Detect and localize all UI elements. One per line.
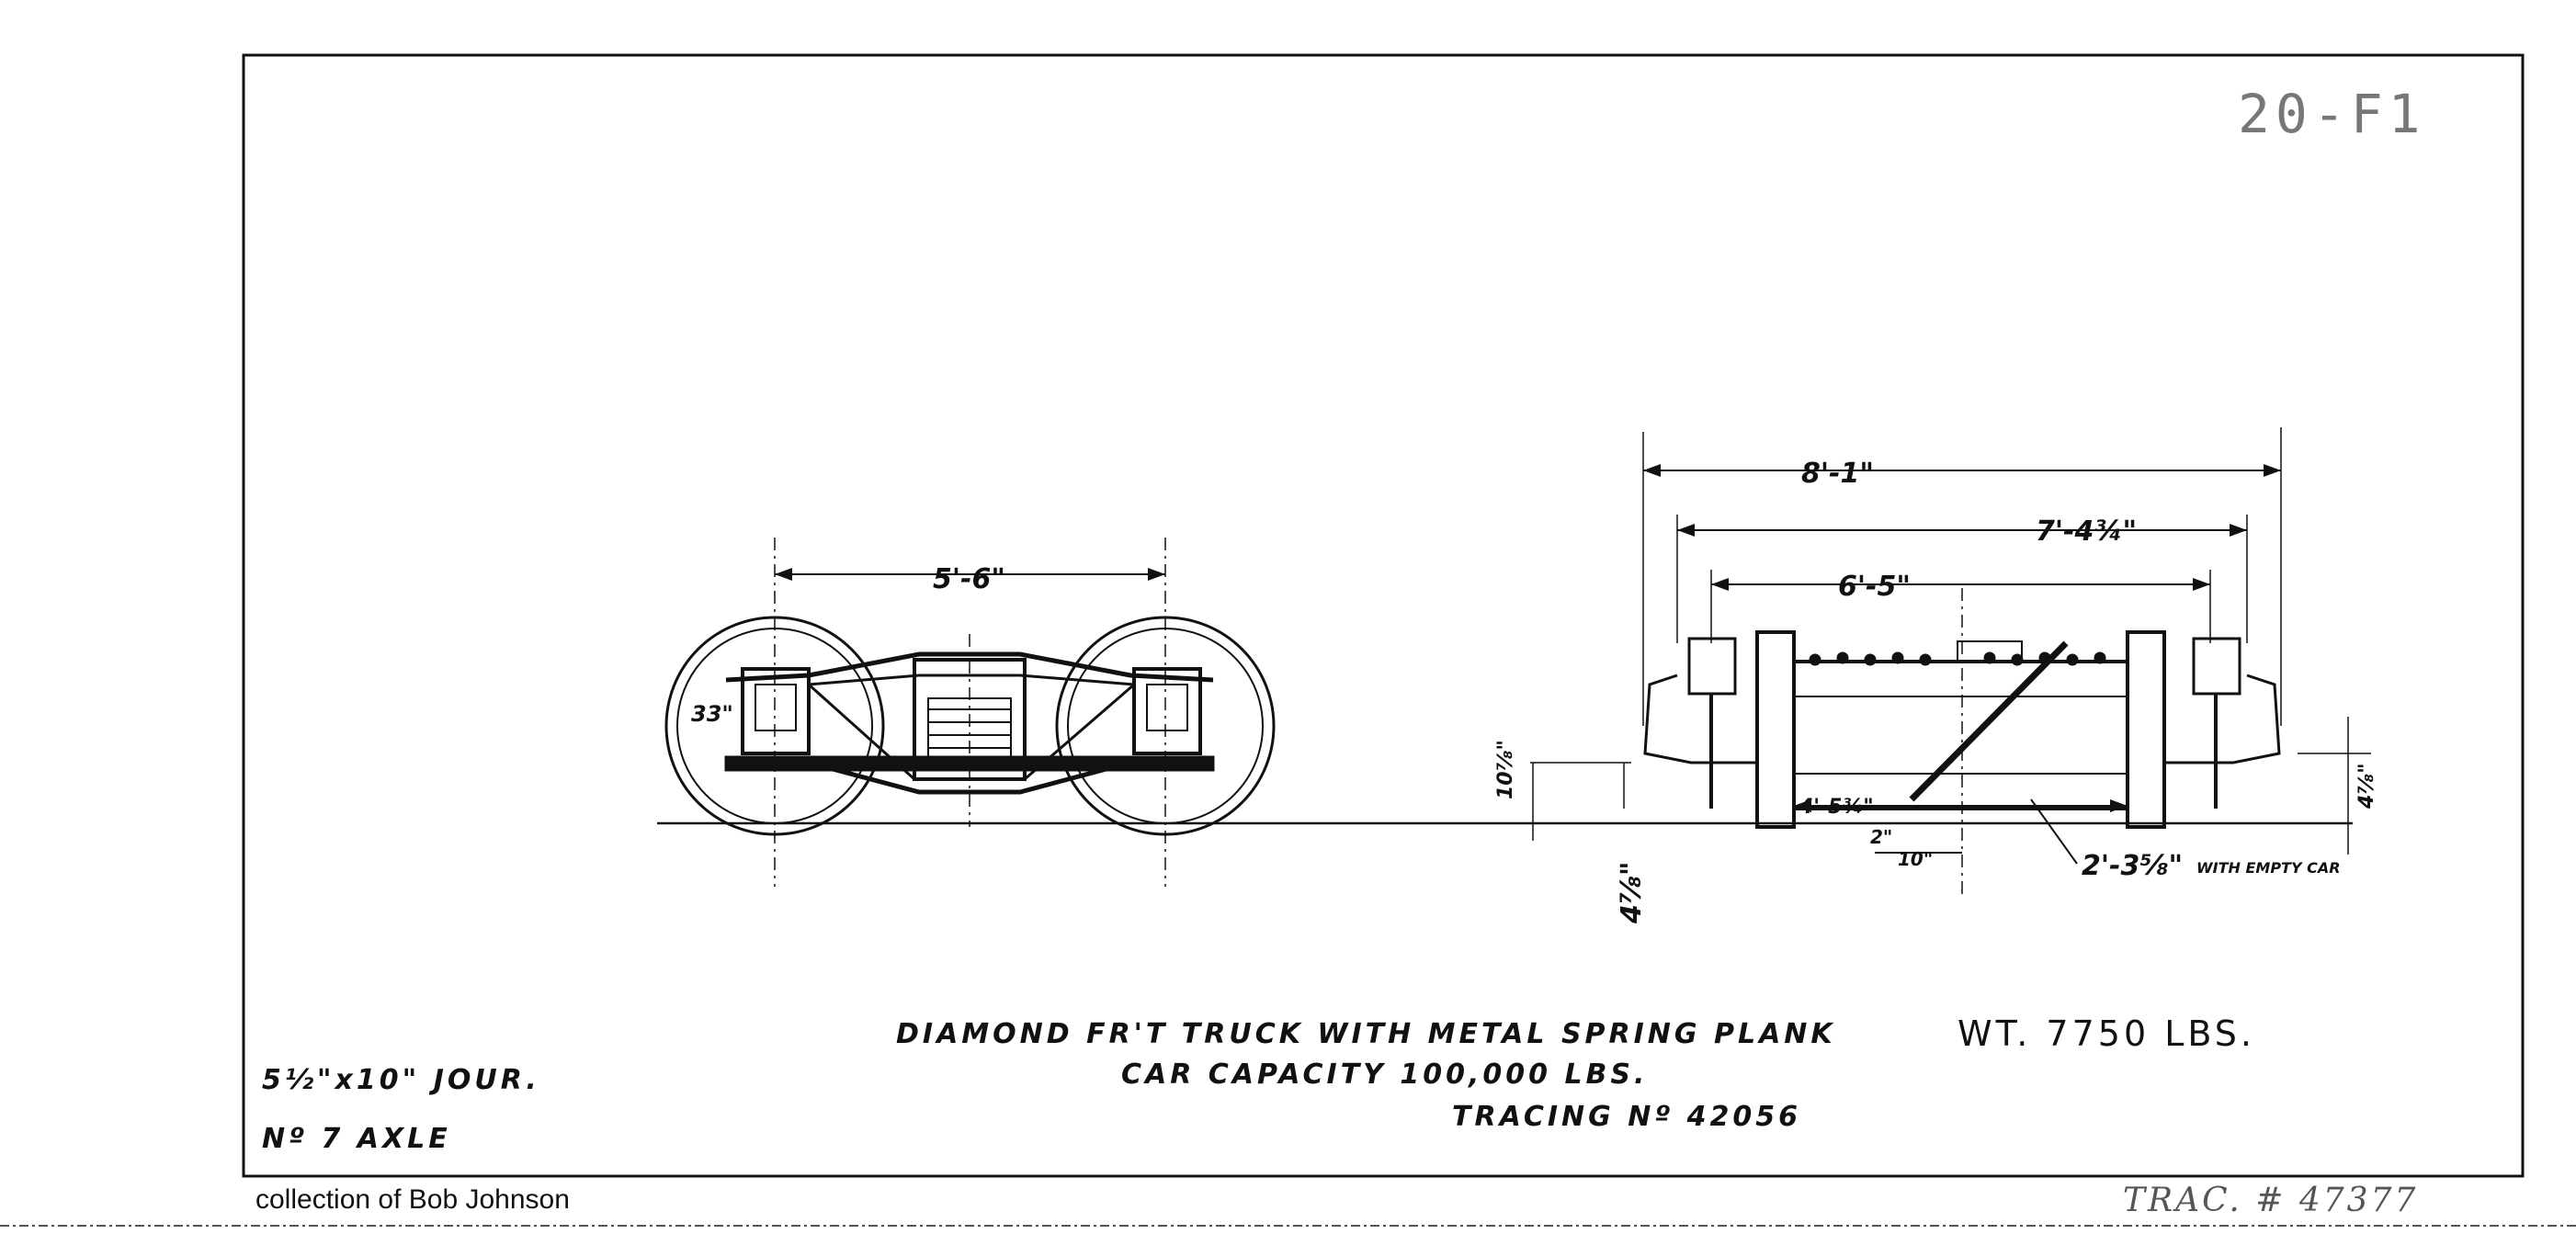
sheet-number: 20-F1 — [2238, 83, 2426, 145]
journal-label: 5½"x10" JOUR. — [262, 1064, 540, 1096]
dim-rail-height-label: 4⅞" — [1616, 861, 1648, 924]
dim-bolster-width-label: 7'-4¾" — [2036, 515, 2137, 548]
axle-label: Nº 7 AXLE — [262, 1123, 451, 1155]
title-line-2: CAR CAPACITY 100,000 LBS. — [1121, 1059, 1649, 1091]
tracing-stamp: TRAC. # 47377 — [2123, 1182, 2419, 1219]
title-line-3: TRACING Nº 42056 — [1452, 1101, 1802, 1133]
dim-inner-small-label: 2" — [1870, 826, 1892, 848]
dim-gauge-span-label: 6'-5" — [1838, 571, 1911, 603]
credit-caption: collection of Bob Johnson — [255, 1184, 570, 1215]
truck-end-view — [1530, 427, 2371, 896]
truck-side-view — [664, 538, 1276, 887]
weight-label: WT. 7750 LBS. — [1958, 1013, 2255, 1054]
dim-end-height-label: 4⅞" — [2355, 763, 2378, 809]
dim-inner-span-label: 4'-5¾" — [1799, 796, 1874, 819]
title-line-1: DIAMOND FR'T TRUCK WITH METAL SPRING PLA… — [896, 1018, 1836, 1050]
dim-side-height-label: 10⅞" — [1494, 740, 1517, 799]
drawing-border — [242, 53, 2525, 1178]
dim-wheelbase-label: 5'-6" — [933, 563, 1005, 595]
dim-overall-width-label: 8'-1" — [1801, 458, 1874, 490]
dim-center-height-note: WITH EMPTY CAR — [2196, 859, 2341, 877]
dim-center-height-label: 2'-3⅝" — [2082, 850, 2183, 882]
dim-center-offset-label: 10" — [1898, 848, 1933, 870]
dim-wheel-diameter-label: 33" — [691, 701, 733, 727]
